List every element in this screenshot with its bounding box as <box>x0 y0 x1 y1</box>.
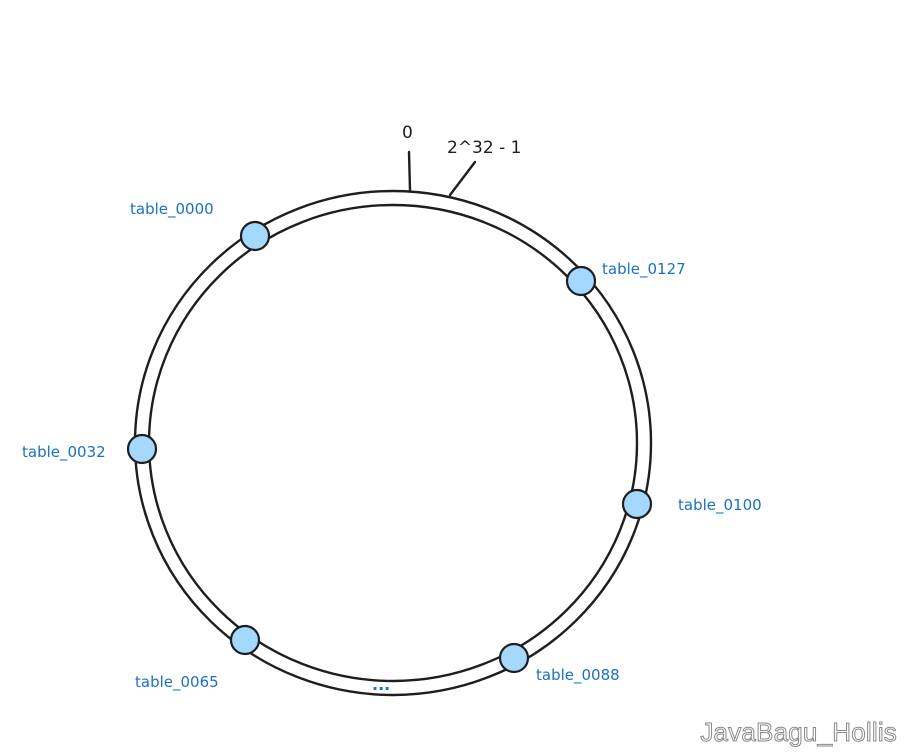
node-table-0065 <box>229 624 261 656</box>
label-table-0000: table_0000 <box>130 200 214 219</box>
ring-end-tick <box>448 160 477 197</box>
hash-ring-inner <box>147 203 639 683</box>
watermark: JavaBagu_Hollis <box>700 717 897 748</box>
hash-ring-outer <box>133 189 653 697</box>
label-table-0100: table_0100 <box>678 496 762 515</box>
ring-end-label: 2^32 - 1 <box>447 138 521 158</box>
ring-gap-ellipsis: ... <box>372 675 390 694</box>
ring-start-label: 0 <box>402 123 413 143</box>
ring-start-tick <box>407 150 412 192</box>
node-table-0032 <box>126 433 158 465</box>
node-table-0088 <box>498 642 530 674</box>
label-table-0032: table_0032 <box>22 443 106 462</box>
node-table-0127 <box>565 265 597 297</box>
label-table-0065: table_0065 <box>135 673 219 692</box>
node-table-0100 <box>621 488 653 520</box>
node-table-0000 <box>239 220 271 252</box>
label-table-0088: table_0088 <box>536 666 620 685</box>
label-table-0127: table_0127 <box>602 260 686 279</box>
